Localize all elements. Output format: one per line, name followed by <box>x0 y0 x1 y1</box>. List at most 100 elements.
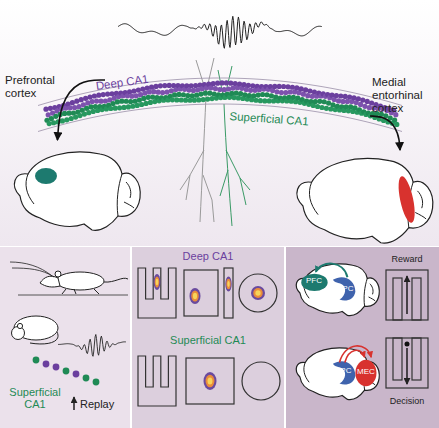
prefrontal-region <box>35 168 57 184</box>
brain-node: PFCHPC <box>290 256 382 320</box>
deep-cell <box>164 89 169 94</box>
node-label: Decision <box>378 396 436 406</box>
deep-cell <box>351 95 356 100</box>
deep-cell <box>48 106 53 111</box>
sleeping-mouse-tail <box>30 332 58 344</box>
place-field <box>206 375 215 388</box>
running-mouse-body <box>56 272 104 290</box>
superficial-cell <box>234 90 239 95</box>
panel-node: Superficial CA1 Replay <box>0 246 130 428</box>
brain-outline <box>296 264 379 316</box>
deep-cell <box>334 93 339 98</box>
circular-arena <box>239 274 277 312</box>
node-label: Reward <box>378 254 436 264</box>
dendrites <box>180 58 250 226</box>
superficial-cell <box>69 116 74 121</box>
deep-cell <box>228 81 233 86</box>
place-field <box>225 277 231 292</box>
deep-cell <box>250 83 255 88</box>
node-outline <box>286 150 438 245</box>
node-label: Replay <box>80 398 128 410</box>
place-field <box>156 279 159 285</box>
superficial-cell <box>205 96 210 101</box>
place-field <box>255 290 260 296</box>
superficial-cell <box>130 104 135 109</box>
node-label: Superficial CA1 <box>229 110 330 130</box>
superficial-cell <box>251 93 256 98</box>
deep-neuron-dendrite <box>203 175 214 222</box>
place-field <box>227 281 229 287</box>
deep-cell <box>336 98 341 103</box>
node-label: Superficial CA1 <box>2 386 68 411</box>
middle-panel <box>132 247 284 428</box>
superficial-cell <box>172 92 177 97</box>
superficial-cell <box>135 103 140 108</box>
superficial-cell <box>64 117 69 122</box>
maze-wall <box>393 278 402 320</box>
superficial-cell <box>91 109 96 114</box>
lfp-trace <box>118 16 322 48</box>
superficial-cell <box>196 97 201 102</box>
replay-cell <box>33 357 40 364</box>
node-label: MEC <box>352 368 380 377</box>
deep-cell <box>230 85 235 90</box>
left-panel <box>0 247 130 428</box>
deep-cell <box>103 98 108 103</box>
deep-cell <box>305 93 310 98</box>
superficial-cell <box>148 100 153 105</box>
superficial-cell <box>73 115 78 120</box>
superficial-cell <box>82 112 87 117</box>
superficial-cell <box>141 96 146 101</box>
running-mouse-tail <box>104 278 128 282</box>
maze-outline <box>386 270 428 320</box>
deep-cell <box>290 85 295 90</box>
superficial-cell <box>143 101 148 106</box>
maze-wall <box>393 338 402 380</box>
brain-outline <box>296 348 379 400</box>
stratum-boundary <box>38 78 402 105</box>
superficial-cell <box>55 119 60 124</box>
maze-node: Decision <box>382 336 432 418</box>
deep-cell <box>90 99 95 104</box>
superficial-cell <box>322 99 327 104</box>
place-field <box>204 372 217 390</box>
deep-cell <box>156 90 161 95</box>
superficial-neuron-dendrite <box>226 150 246 205</box>
cerebellum-line <box>364 278 375 306</box>
superficial-cell <box>348 104 353 109</box>
deep-cell <box>356 96 361 101</box>
superficial-cell <box>86 110 91 115</box>
right-panel <box>286 247 439 428</box>
deep-cell <box>343 94 348 99</box>
deep-cell <box>105 92 110 97</box>
track <box>18 295 128 296</box>
deep-cell <box>136 87 141 92</box>
place-field <box>155 276 160 287</box>
w-maze <box>138 356 176 406</box>
deep-cell <box>149 85 154 90</box>
deep-cell <box>153 84 158 89</box>
deep-cell <box>211 81 216 86</box>
brain-node: Prefrontal cortex <box>5 140 143 240</box>
superficial-cell <box>194 93 199 98</box>
deep-cell <box>347 94 352 99</box>
olfactory-bulb-line <box>26 174 34 204</box>
superficial-cell <box>238 91 243 96</box>
superficial-cell <box>198 91 203 96</box>
deep-cell <box>169 88 174 93</box>
superficial-cell <box>264 92 269 97</box>
deep-cell <box>83 96 88 101</box>
superficial-cell <box>51 120 56 125</box>
lfp-trace <box>58 335 126 357</box>
run-arrow <box>406 348 407 384</box>
replay-cell <box>63 368 70 375</box>
brain <box>296 264 379 316</box>
superficial-cell <box>77 113 82 118</box>
entorhinal-region <box>395 175 418 224</box>
superficial-cell <box>315 104 320 109</box>
deep-cell <box>294 85 299 90</box>
superficial-cell <box>176 92 181 97</box>
deep-cell <box>160 90 165 95</box>
node-outline <box>290 256 382 320</box>
